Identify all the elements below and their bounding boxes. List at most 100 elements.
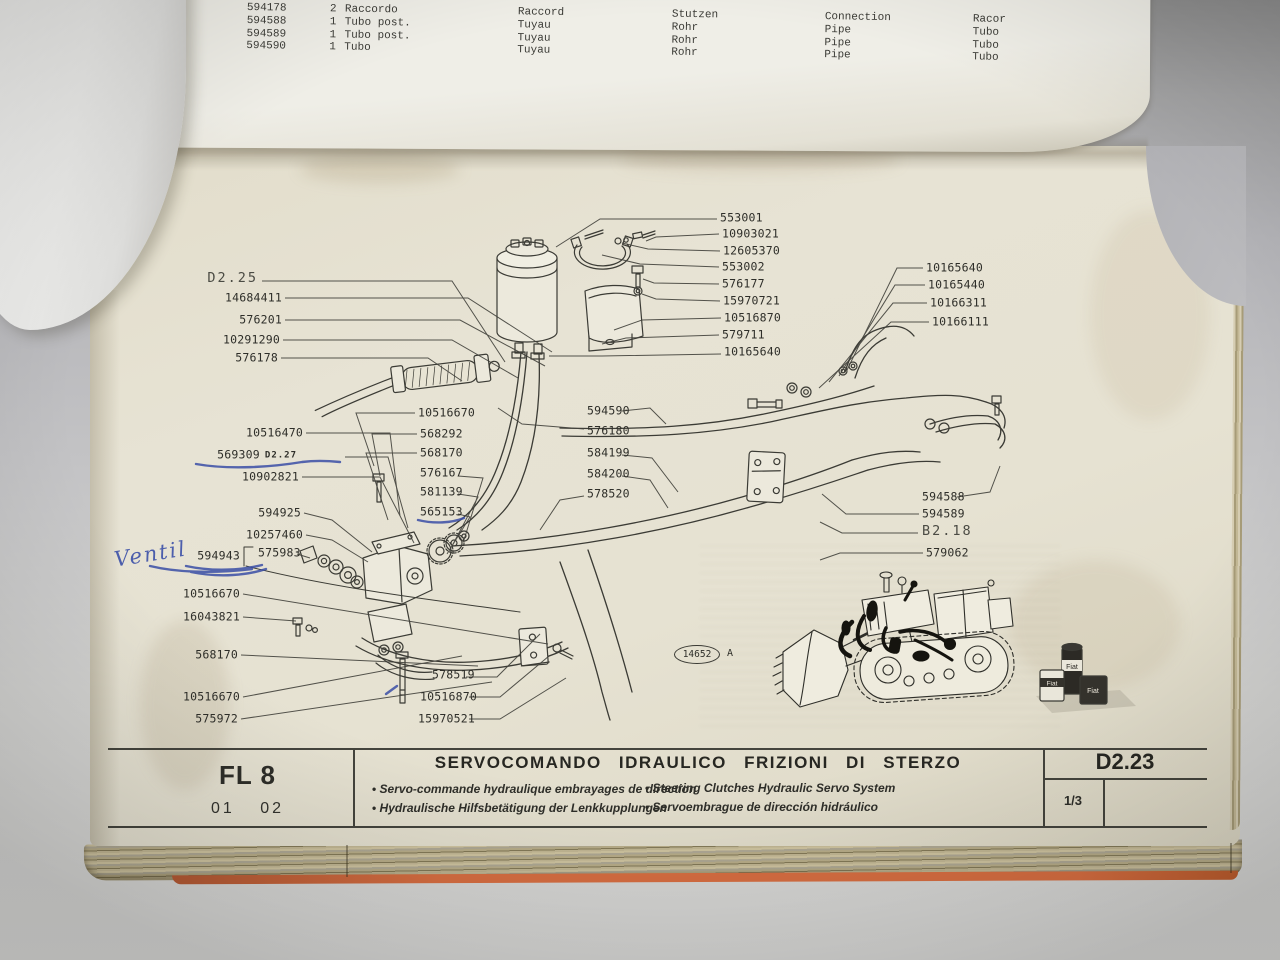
- part-label: 579062: [926, 545, 969, 560]
- page-stain: [620, 148, 900, 172]
- figure-revision-letter: A: [727, 648, 734, 659]
- part-label: 576178: [235, 350, 278, 365]
- table-cell: Tuyau: [517, 31, 551, 45]
- table-cell: Tubo: [972, 26, 1000, 39]
- table-cell: 594590: [246, 40, 287, 54]
- subtitle-de: Hydraulische Hilfsbetätigung der Lenkkup…: [372, 801, 667, 815]
- part-label: 575983: [258, 545, 301, 560]
- part-label: 553001: [720, 210, 763, 225]
- part-label: 15970521: [418, 711, 475, 726]
- footer-divider: [353, 748, 355, 828]
- part-label: 576177: [722, 276, 765, 291]
- part-label: 579711: [722, 327, 765, 342]
- table-cell: Tubo post.: [344, 29, 411, 43]
- table-cell: 1: [329, 41, 337, 54]
- page-stack-crack: [346, 845, 348, 877]
- model-label: FL 8: [219, 760, 276, 790]
- table-cell: 594588: [246, 14, 287, 28]
- table-cell: Raccordo: [344, 3, 398, 17]
- subtitle-en: Steering Clutches Hydraulic Servo System: [645, 781, 896, 795]
- table-cell: Tubo post.: [344, 16, 411, 30]
- part-label: 575972: [195, 711, 238, 726]
- part-label: 576180: [587, 423, 630, 438]
- table-cell: Tubo: [972, 38, 999, 52]
- subtitle-es: Servoembrague de dirección hidráulico: [645, 800, 878, 814]
- part-label: 576167: [420, 465, 463, 480]
- table-cell: 594178: [246, 2, 287, 15]
- part-label: 10516670: [183, 586, 240, 601]
- table-cell: Rohr: [671, 21, 699, 34]
- table-cell: Rohr: [671, 34, 698, 47]
- part-label: 568170: [420, 445, 463, 460]
- part-label: 568170: [195, 647, 238, 662]
- table-cell: Rohr: [671, 47, 698, 60]
- part-label: 565153: [420, 504, 463, 519]
- table-cell: 1: [329, 28, 337, 41]
- part-label: 581139: [420, 484, 463, 499]
- part-label: 594588: [922, 489, 965, 504]
- part-label: 578519: [432, 667, 475, 682]
- table-cell: Pipe: [824, 23, 852, 37]
- footer-divider: [1043, 778, 1207, 780]
- figure-number-badge: 14652: [674, 645, 720, 664]
- part-label: 10257460: [246, 527, 303, 542]
- footer-border-top: [108, 748, 1207, 750]
- page-stain: [300, 155, 460, 183]
- footer-border-bottom: [108, 826, 1207, 828]
- section-code: D2.23: [1095, 749, 1155, 774]
- subtitle-fr: Servo-commande hydraulique embrayages de…: [372, 782, 697, 796]
- page-edge-shade: [90, 290, 120, 846]
- page-title: SERVOCOMANDO IDRAULICO FRIZIONI DI STERZ…: [434, 753, 962, 772]
- page-stain: [140, 620, 230, 790]
- part-label: 10516870: [420, 689, 477, 704]
- part-label: 10291290: [223, 332, 280, 347]
- table-cell: Tuyau: [517, 44, 551, 58]
- sheet-number: 1/3: [1063, 793, 1083, 808]
- part-label: 10903021: [722, 226, 779, 241]
- part-label: 15970721: [723, 293, 780, 308]
- part-label: 584199: [587, 445, 630, 460]
- table-cell: Tubo: [344, 41, 371, 55]
- part-label: 10516670: [183, 689, 240, 704]
- table-cell: Stutzen: [671, 8, 719, 22]
- part-label: 10516870: [724, 310, 781, 325]
- catalog-page: [90, 146, 1240, 846]
- part-label: B2.18: [922, 523, 973, 540]
- part-label: 568292: [420, 426, 463, 441]
- table-cell: 2: [329, 3, 337, 16]
- part-label: 12605370: [723, 243, 780, 258]
- part-label: 10902821: [242, 469, 299, 484]
- table-cell: 1: [329, 16, 337, 29]
- part-label: 14684411: [225, 290, 282, 305]
- part-label: 10166311: [930, 295, 987, 310]
- part-label: 10516670: [418, 405, 475, 420]
- part-label: 594590: [587, 403, 630, 418]
- part-label: 584200: [587, 466, 630, 481]
- part-label: 10165640: [926, 260, 983, 275]
- part-label: 16043821: [183, 609, 240, 624]
- footer-divider: [1043, 748, 1045, 828]
- part-label: 553002: [722, 259, 765, 274]
- table-cell: Tubo: [972, 51, 999, 65]
- table-cell: Raccord: [517, 6, 565, 19]
- part-label: 10516470: [246, 425, 303, 440]
- table-cell: 594589: [246, 27, 287, 41]
- table-cell: Tuyau: [517, 19, 551, 32]
- table-cell: Pipe: [824, 49, 851, 62]
- show-through-text: [700, 545, 1060, 730]
- part-label: 10165640: [724, 344, 781, 359]
- table-cell: Pipe: [824, 36, 851, 50]
- part-label: D2.25: [207, 270, 258, 287]
- part-label: 594589: [922, 506, 965, 521]
- model-page-code: 01 02: [210, 800, 285, 817]
- page-stain: [1010, 560, 1180, 690]
- table-cell: Connection: [824, 11, 891, 25]
- part-label: 578520: [587, 486, 630, 501]
- cross-reference: D2.27: [264, 450, 297, 461]
- part-label: 10165440: [928, 277, 985, 292]
- part-label: 594925: [258, 505, 301, 520]
- footer-divider: [1103, 778, 1105, 828]
- table-cell: Racor: [972, 13, 1006, 26]
